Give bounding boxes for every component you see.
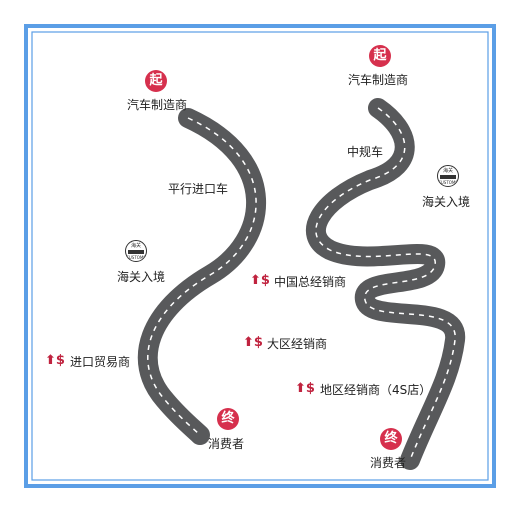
- right-dealer-label-3: 地区经销商（4S店）: [320, 383, 432, 397]
- right-end-badge: 终: [380, 428, 402, 450]
- right-start-badge: 起: [369, 45, 391, 67]
- left-start-badge: 起: [145, 70, 167, 92]
- price-up-icon: ⬆$: [243, 335, 263, 350]
- customs-emblem-band: [128, 250, 144, 254]
- price-up-icon: ⬆$: [250, 273, 270, 288]
- customs-emblem-icon: 海关 CUSTOMS: [437, 165, 459, 187]
- customs-emblem-top: 海关: [442, 168, 453, 174]
- price-up-icon: ⬆$: [45, 353, 65, 368]
- customs-emblem-top: 海关: [130, 243, 141, 249]
- customs-emblem-band: [440, 175, 456, 179]
- right-end-label: 消费者: [370, 456, 407, 470]
- left-dealer-label: 进口贸易商: [70, 355, 131, 369]
- customs-emblem-bottom: CUSTOMS: [438, 180, 458, 185]
- right-dealer-label-1: 中国总经销商: [274, 275, 347, 289]
- right-dealer-label-2: 大区经销商: [267, 337, 328, 351]
- left-customs-label: 海关入境: [117, 270, 166, 284]
- customs-emblem-bottom: CUSTOMS: [126, 255, 146, 260]
- inner-frame: [31, 31, 489, 481]
- left-road: [137, 108, 266, 445]
- outer-frame: [24, 24, 496, 488]
- left-start-label: 汽车制造商: [127, 98, 188, 112]
- left-route-label: 平行进口车: [168, 182, 229, 196]
- price-up-icon: ⬆$: [295, 381, 315, 396]
- left-end-badge: 终: [217, 408, 239, 430]
- right-start-label: 汽车制造商: [348, 73, 409, 87]
- right-customs-label: 海关入境: [422, 195, 471, 209]
- right-road: [305, 98, 465, 470]
- right-route-label: 中规车: [347, 145, 384, 159]
- customs-emblem-icon: 海关 CUSTOMS: [125, 240, 147, 262]
- left-end-label: 消费者: [208, 437, 245, 451]
